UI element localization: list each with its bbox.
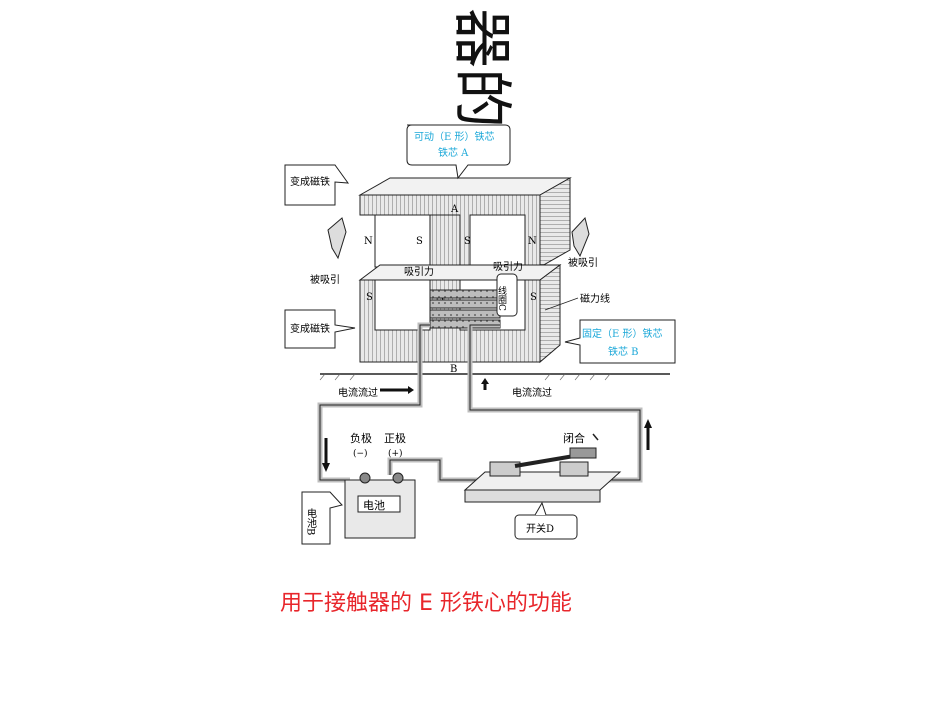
battery — [344, 472, 416, 539]
flux-lines-label: 磁力线 — [580, 292, 610, 305]
callout-switch: 开关D — [514, 501, 578, 540]
current-flow-right: 电流流过 — [512, 386, 552, 399]
slide-title-fragment: 器的 — [437, 0, 517, 130]
ground-hatch — [319, 373, 611, 381]
movable-core-line1: 可动（E 形）铁芯 — [414, 130, 494, 143]
coil-label-box — [496, 273, 518, 317]
positive-pole: 正极 — [384, 431, 406, 445]
attracted-right: 被吸引 — [568, 256, 598, 269]
positive-sign: (+) — [388, 448, 403, 459]
attraction-right: 吸引力 — [493, 260, 523, 273]
callout-becomes-magnet-bottom: 变成磁铁 — [284, 309, 356, 349]
pole-s-1: S — [416, 236, 423, 247]
circuit-wires — [317, 322, 643, 483]
callout-battery: 电池B — [301, 491, 343, 545]
pole-s-2: S — [464, 236, 471, 247]
callout-movable-core: 可动（E 形）铁芯 铁芯 A — [406, 124, 511, 180]
callout-becomes-magnet-top: 变成磁铁 — [284, 164, 350, 206]
pole-s-3: S — [366, 292, 373, 303]
battery-label: 电池 — [363, 499, 385, 512]
negative-sign: (−) — [353, 448, 368, 459]
title-text: 器的 — [446, 8, 516, 128]
pole-n-2: N — [528, 236, 537, 247]
callout-fixed-core: 固定（E 形）铁芯 铁芯 B — [564, 319, 676, 364]
current-flow-left: 电流流过 — [338, 386, 378, 399]
attracted-piece-left — [327, 217, 347, 260]
label-b: B — [450, 364, 457, 375]
switch-label: 开关D — [526, 522, 554, 535]
becomes-magnet-top: 变成磁铁 — [290, 175, 330, 188]
electromagnet-diagram: N S S N A S N S B 线圈C — [284, 124, 676, 545]
switch-d — [463, 447, 622, 503]
pole-s-4: S — [530, 292, 537, 303]
caption: 用于接触器的 E 形铁心的功能 — [280, 591, 572, 616]
pole-n-1: N — [364, 236, 373, 247]
label-a: A — [450, 204, 459, 215]
close-label: 闭合 — [563, 431, 585, 445]
fixed-core-line2: 铁芯 B — [608, 345, 639, 358]
attracted-left: 被吸引 — [310, 273, 340, 286]
battery-callout: 电池B — [305, 507, 317, 536]
coil-label: 线圈C — [496, 285, 507, 311]
attracted-piece-right — [571, 216, 590, 258]
fixed-core-line1: 固定（E 形）铁芯 — [582, 327, 662, 340]
movable-core-line2: 铁芯 A — [438, 146, 469, 159]
movable-core-a — [358, 177, 572, 268]
becomes-magnet-bottom: 变成磁铁 — [290, 322, 330, 335]
attraction-left: 吸引力 — [404, 265, 434, 278]
negative-pole: 负极 — [350, 431, 372, 445]
